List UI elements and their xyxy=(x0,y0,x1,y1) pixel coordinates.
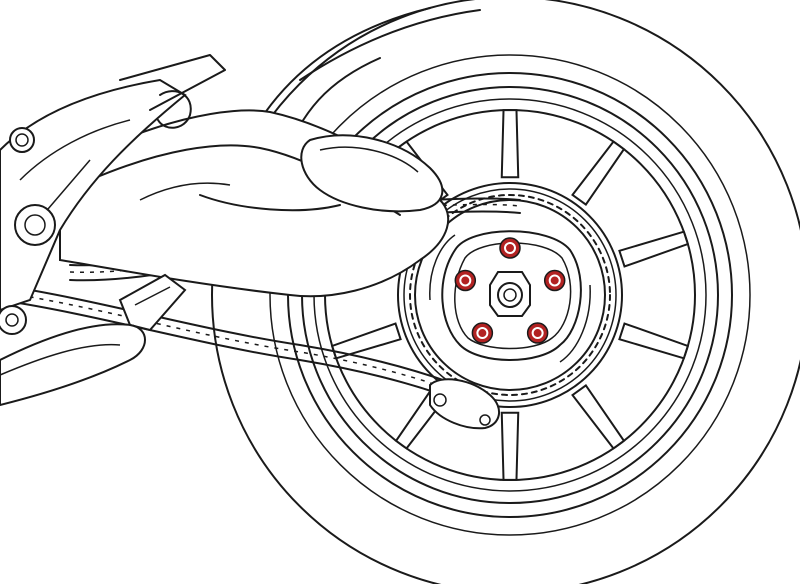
sprocket-carrier xyxy=(429,230,591,363)
sprocket-carrier-bolt xyxy=(526,322,549,344)
wheel-spoke xyxy=(500,411,520,481)
wheel-spoke xyxy=(618,230,690,268)
brake-caliper xyxy=(429,378,500,430)
rear-footpeg xyxy=(118,273,187,332)
rear-tire xyxy=(211,0,800,584)
sprocket-carrier-bolt xyxy=(543,269,566,292)
wheel-spoke xyxy=(500,109,520,179)
wheel-spoke xyxy=(618,322,690,360)
wheel-spoke xyxy=(330,322,402,360)
exhaust-pipe xyxy=(0,323,146,407)
wheel-hub-nut xyxy=(489,271,531,317)
sprocket-carrier-bolt xyxy=(499,237,521,259)
sprocket-carrier-bolts xyxy=(454,237,566,344)
chain-guard xyxy=(300,134,444,213)
heel-guard-bracket xyxy=(0,54,226,335)
wheel-spoke xyxy=(571,383,626,450)
sprocket-carrier-bolt xyxy=(454,269,477,292)
sprocket-carrier-bolt xyxy=(471,322,494,344)
wheel-spoke xyxy=(571,140,626,207)
